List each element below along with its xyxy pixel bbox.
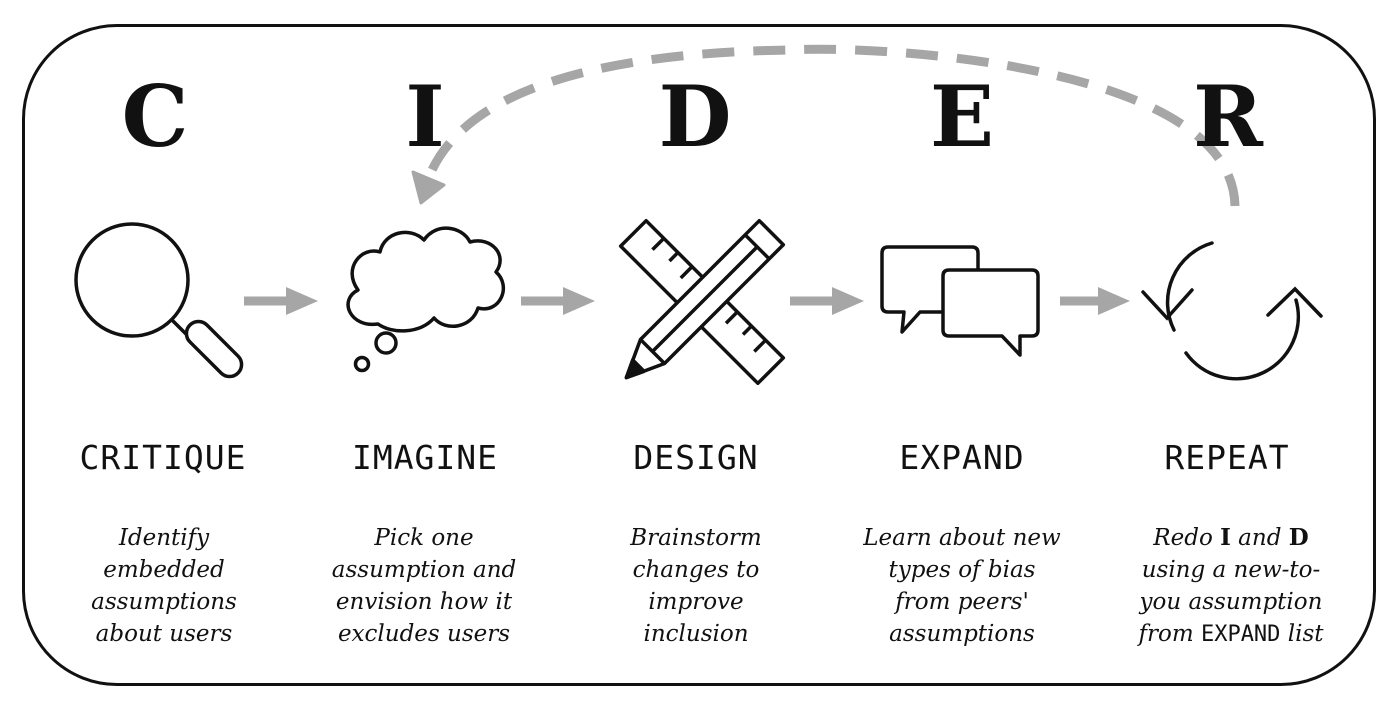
loop-back-arrow [411, 44, 1240, 207]
step-title-expand: EXPAND [899, 438, 1025, 477]
letter-e: E [929, 67, 995, 166]
letter-c: C [121, 67, 189, 166]
diagram-frame [22, 24, 1376, 686]
step-description-imagine: Pick one assumption and envision how it … [331, 525, 517, 647]
step-title-repeat: REPEAT [1164, 438, 1290, 477]
step-title-imagine: IMAGINE [351, 438, 499, 477]
letter-r: R [1193, 67, 1263, 166]
flow-arrow-2 [521, 287, 595, 315]
letter-d: D [658, 67, 732, 166]
step-title-critique: CRITIQUE [79, 438, 247, 477]
step-description-critique: Identify embedded assumptions about user… [91, 525, 237, 647]
step-description-expand: Learn about new types of bias from peers… [863, 525, 1061, 647]
flow-arrow-4 [1060, 287, 1130, 315]
flow-arrow-1 [244, 287, 318, 315]
thought-bubble-icon [346, 226, 506, 373]
flow-arrow-3 [790, 287, 864, 315]
cycle-arrows-icon [1141, 241, 1323, 381]
letter-i: I [405, 67, 445, 166]
step-description-design: Brainstorm changes to improve inclusion [630, 525, 762, 647]
pencil-ruler-icon [618, 218, 786, 386]
step-description-repeat: Redo I and D using a new-to- you assumpt… [1138, 524, 1324, 647]
magnifier-icon [74, 222, 244, 379]
speech-bubbles-icon [880, 245, 1040, 357]
step-title-design: DESIGN [633, 438, 759, 477]
